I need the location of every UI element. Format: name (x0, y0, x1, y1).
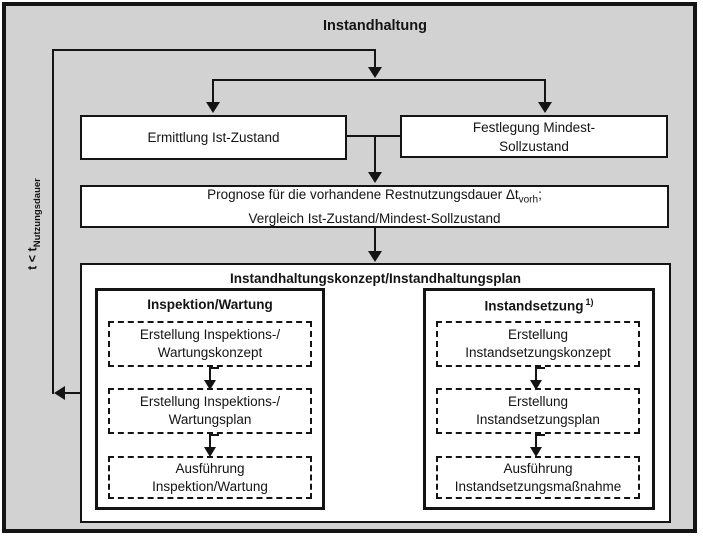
step-arrow-icon (204, 434, 222, 457)
diagram-title: Instandhaltung (323, 18, 427, 34)
step-line: Ausführung (503, 460, 573, 476)
step-arrow-icon (204, 367, 222, 390)
instandsetzung-footnote-marker: 1) (585, 297, 594, 307)
arrow-to-ist-stem (212, 79, 214, 104)
step-erstellung-instandsetzungsplan: Erstellung Instandsetzungsplan (436, 388, 640, 434)
arrow-to-split-stem (374, 49, 376, 69)
loop-line-bottom (64, 392, 80, 394)
step-arrow-icon (530, 434, 548, 457)
node-prognose-line1: Prognose für die vorhandene Restnutzungs… (207, 186, 542, 206)
side-label-text: t < t (25, 247, 40, 270)
plan-container: Instandhaltungskonzept/Instandhaltungspl… (80, 263, 671, 523)
node-festlegung-line1: Festlegung Mindest- (472, 119, 596, 135)
arrow-to-soll-stem (544, 79, 546, 104)
step-erstellung-inspektions-wartungsplan: Erstellung Inspektions-/ Wartungsplan (108, 388, 312, 434)
step-line: Ausführung (175, 460, 245, 476)
step-line: Erstellung (507, 394, 569, 409)
arrow-to-prognose-head-icon (368, 172, 382, 183)
node-prognose: Prognose für die vorhandene Restnutzungs… (80, 185, 669, 228)
arrow-to-ist-head-icon (206, 102, 220, 113)
connector-ist-soll (347, 135, 400, 137)
step-erstellung-inspektions-wartungskonzept: Erstellung Inspektions-/ Wartungskonzept (108, 321, 312, 367)
side-label-subscript: Nutzungsdauer (31, 178, 43, 248)
step-line: Erstellung Inspektions-/ (139, 394, 281, 409)
split-line (212, 79, 546, 81)
node-ermittlung-label: Ermittlung Ist-Zustand (147, 130, 280, 145)
arrow-to-plan-stem (374, 228, 376, 253)
node-festlegung-mindest-sollzustand: Festlegung Mindest- Sollzustand (400, 115, 668, 158)
step-ausfuehrung-inspektion-wartung: Ausführung Inspektion/Wartung (108, 456, 312, 499)
arrow-to-plan-head-icon (368, 251, 382, 262)
loop-line-top (52, 49, 376, 51)
step-line: Instandsetzungsplan (476, 412, 600, 427)
step-line: Erstellung Inspektions-/ (139, 327, 281, 342)
step-line: Wartungsplan (168, 412, 252, 427)
step-ausfuehrung-instandsetzungsmassnahme: Ausführung Instandsetzungsmaßnahme (436, 456, 640, 499)
loop-arrowhead-icon (54, 386, 65, 400)
step-line: Instandsetzungsmaßnahme (454, 478, 622, 494)
plan-title: Instandhaltungskonzept/Instandhaltungspl… (229, 271, 521, 286)
node-festlegung-line2: Sollzustand (499, 138, 569, 154)
node-prognose-line2: Vergleich Ist-Zustand/Mindest-Sollzustan… (248, 211, 501, 227)
side-label: t < tNutzungsdauer (25, 178, 43, 270)
step-line: Inspektion/Wartung (152, 478, 268, 494)
step-arrow-icon (530, 367, 548, 390)
node-ermittlung-ist-zustand: Ermittlung Ist-Zustand (80, 115, 347, 160)
loop-line-left (52, 49, 54, 394)
inspektion-wartung-panel: Inspektion/Wartung Erstellung Inspektion… (95, 288, 325, 510)
step-erstellung-instandsetzungskonzept: Erstellung Instandsetzungskonzept (436, 321, 640, 367)
prognose-subscript: vorh (518, 194, 539, 206)
step-line: Wartungskonzept (157, 345, 263, 360)
step-line: Instandsetzungskonzept (465, 345, 611, 360)
step-line: Erstellung (507, 327, 569, 342)
inspektion-wartung-header: Inspektion/Wartung (147, 297, 273, 312)
arrow-to-soll-head-icon (538, 102, 552, 113)
arrow-to-prognose-stem (374, 135, 376, 175)
arrow-to-split-head-icon (368, 67, 382, 78)
